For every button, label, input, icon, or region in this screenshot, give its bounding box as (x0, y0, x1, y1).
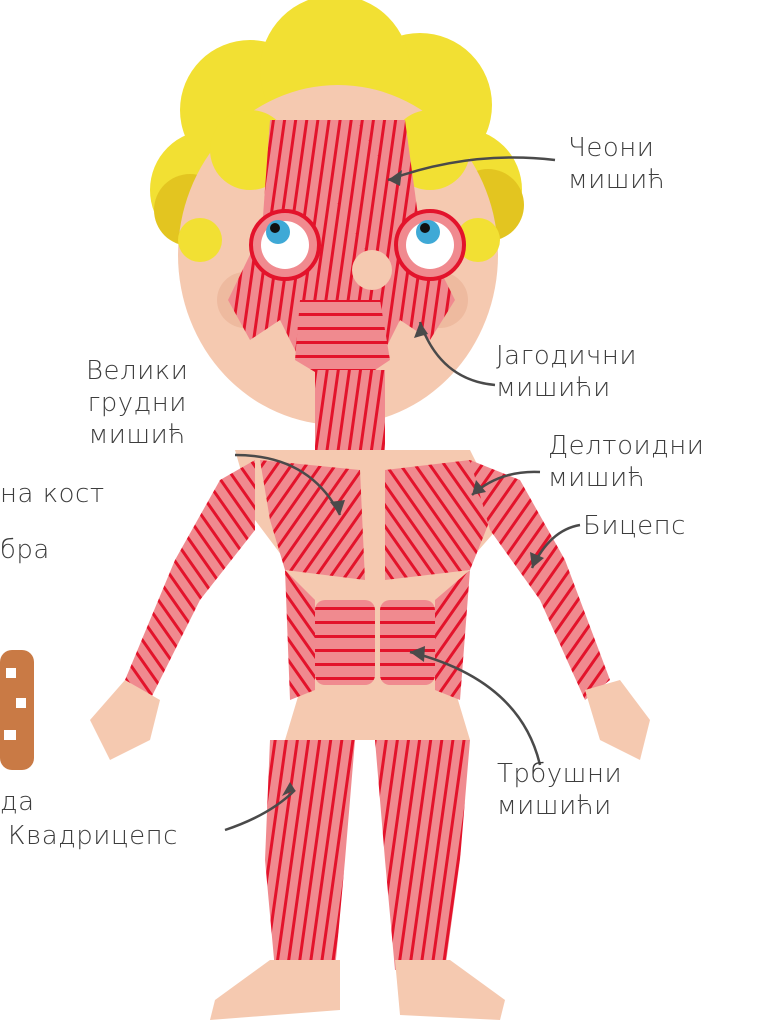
label-biceps: Бицепс (583, 510, 686, 542)
label-abdominal-muscles: Трбушни мишићи (497, 758, 622, 822)
label-frontal-muscle: Чеони мишић (568, 132, 665, 196)
label-quadriceps: Квадрицепс (8, 820, 178, 852)
label-pectoral-muscle: Велики грудни мишић (86, 355, 188, 451)
legs (210, 740, 505, 1020)
label-cut-bottom: да (0, 786, 35, 818)
neck (315, 370, 385, 450)
bone-fragment (0, 650, 34, 770)
label-cut-rib: бра (0, 534, 50, 566)
label-deltoid-muscle: Делтоидни мишић (548, 430, 704, 494)
torso (235, 450, 505, 740)
label-cut-bone: на кост (0, 478, 105, 510)
label-zygomatic-muscles: Јагодични мишићи (496, 340, 637, 404)
